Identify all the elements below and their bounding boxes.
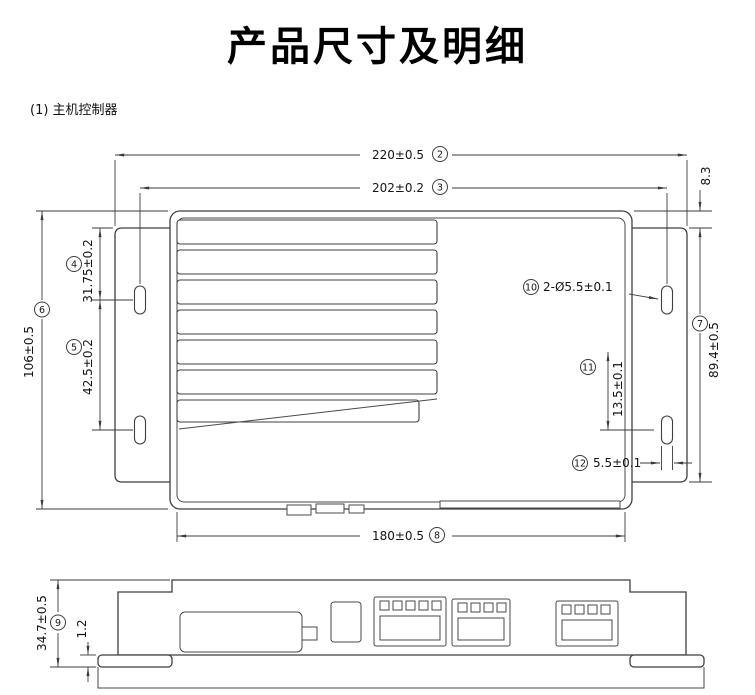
dim-overall-width: 220±0.5 2 — [114, 146, 688, 226]
dim-body-width-value: 180±0.5 — [372, 529, 424, 543]
ref-balloon-3 — [432, 179, 448, 195]
dim-plate-thickness: 1.2 — [75, 619, 96, 682]
ref-balloon-7-number: 7 — [697, 319, 703, 330]
dim-body-height: 89.4±0.5 7 — [689, 228, 721, 483]
dim-hole-pitch: 42.5±0.2 5 — [66, 300, 133, 431]
ref-balloon-12 — [572, 455, 588, 471]
dim-flange-offset: 8.3 — [634, 166, 713, 229]
dim-body-height-value: 89.4±0.5 — [707, 322, 721, 378]
mount-slot-top-left — [133, 285, 147, 315]
ref-balloon-9 — [50, 614, 66, 631]
left-mounting-flange — [114, 227, 170, 483]
side-features — [179, 596, 619, 653]
dim-hole-span: 202±0.2 3 — [139, 179, 668, 284]
dim-slot-offset: 13.5±0.1 11 — [580, 352, 654, 431]
dim-plate-thickness-value: 1.2 — [75, 619, 89, 638]
dim-slot-width: 12 5.5±0.1 — [572, 446, 692, 471]
ref-balloon-6 — [34, 301, 50, 318]
dim-hole-top-offset-value: 31.75±0.2 — [81, 239, 95, 303]
section-label: (1) 主机控制器 — [30, 103, 118, 118]
ref-balloon-9-number: 9 — [55, 618, 61, 629]
heatsink-fins — [176, 219, 438, 430]
mount-slot-top-right — [660, 285, 674, 315]
connector-c — [555, 600, 619, 647]
dim-overall-thickness-value: 34.7±0.5 — [35, 595, 49, 651]
small-connector — [330, 601, 362, 643]
dim-hole-span-value: 202±0.2 — [372, 181, 424, 195]
ref-balloon-4 — [66, 256, 82, 272]
ref-balloon-5-number: 5 — [71, 343, 77, 354]
right-mounting-flange — [632, 227, 688, 483]
ref-balloon-6-number: 6 — [39, 305, 45, 316]
ref-balloon-11 — [580, 359, 596, 375]
ref-balloon-8 — [429, 527, 445, 543]
heatsink-chamfer-line — [178, 398, 438, 430]
bottom-edge-features — [286, 500, 621, 516]
ref-balloon-4-number: 4 — [71, 260, 77, 271]
side-recess — [179, 611, 303, 653]
ref-balloon-3-number: 3 — [437, 183, 443, 194]
ref-balloon-2-number: 2 — [437, 150, 443, 161]
ref-balloon-8-number: 8 — [434, 531, 440, 542]
mount-slot-bottom-right — [660, 415, 674, 445]
ref-balloon-10 — [523, 279, 539, 295]
ref-balloon-12-number: 12 — [574, 459, 586, 470]
ref-balloon-2 — [432, 146, 448, 162]
mounting-slots — [133, 285, 674, 445]
dim-hole-pitch-value: 42.5±0.2 — [81, 339, 95, 395]
side-tab-left — [97, 654, 173, 668]
dim-hole-top-offset: 31.75±0.2 4 — [66, 227, 133, 303]
side-tab-right — [629, 654, 705, 668]
connector-b — [451, 598, 511, 647]
dim-mount-hole-value: 2-Ø5.5±0.1 — [543, 280, 613, 294]
mount-slot-bottom-left — [133, 415, 147, 445]
dim-body-width: 180±0.5 8 — [176, 512, 626, 543]
dim-overall-height: 106±0.5 6 — [22, 210, 168, 510]
ref-balloon-5 — [66, 339, 82, 355]
side-base-bracket — [97, 667, 705, 689]
top-view: 220±0.5 2 202±0.2 3 8.3 — [22, 146, 721, 543]
page-title: 产品尺寸及明细 — [227, 24, 528, 70]
connector-a — [373, 596, 447, 647]
ref-balloon-10-number: 10 — [525, 283, 537, 294]
dim-mount-hole-callout: 10 2-Ø5.5±0.1 — [523, 279, 659, 300]
dim-slot-offset-value: 13.5±0.1 — [611, 361, 625, 417]
ref-balloon-11-number: 11 — [582, 363, 594, 374]
side-view: 34.7±0.5 9 1.2 — [35, 579, 705, 689]
dim-overall-width-value: 220±0.5 — [372, 148, 424, 162]
dim-slot-width-value: 5.5±0.1 — [593, 456, 641, 470]
ref-balloon-7 — [692, 315, 708, 332]
dim-overall-height-value: 106±0.5 — [22, 326, 36, 378]
dim-flange-offset-value: 8.3 — [699, 166, 713, 185]
